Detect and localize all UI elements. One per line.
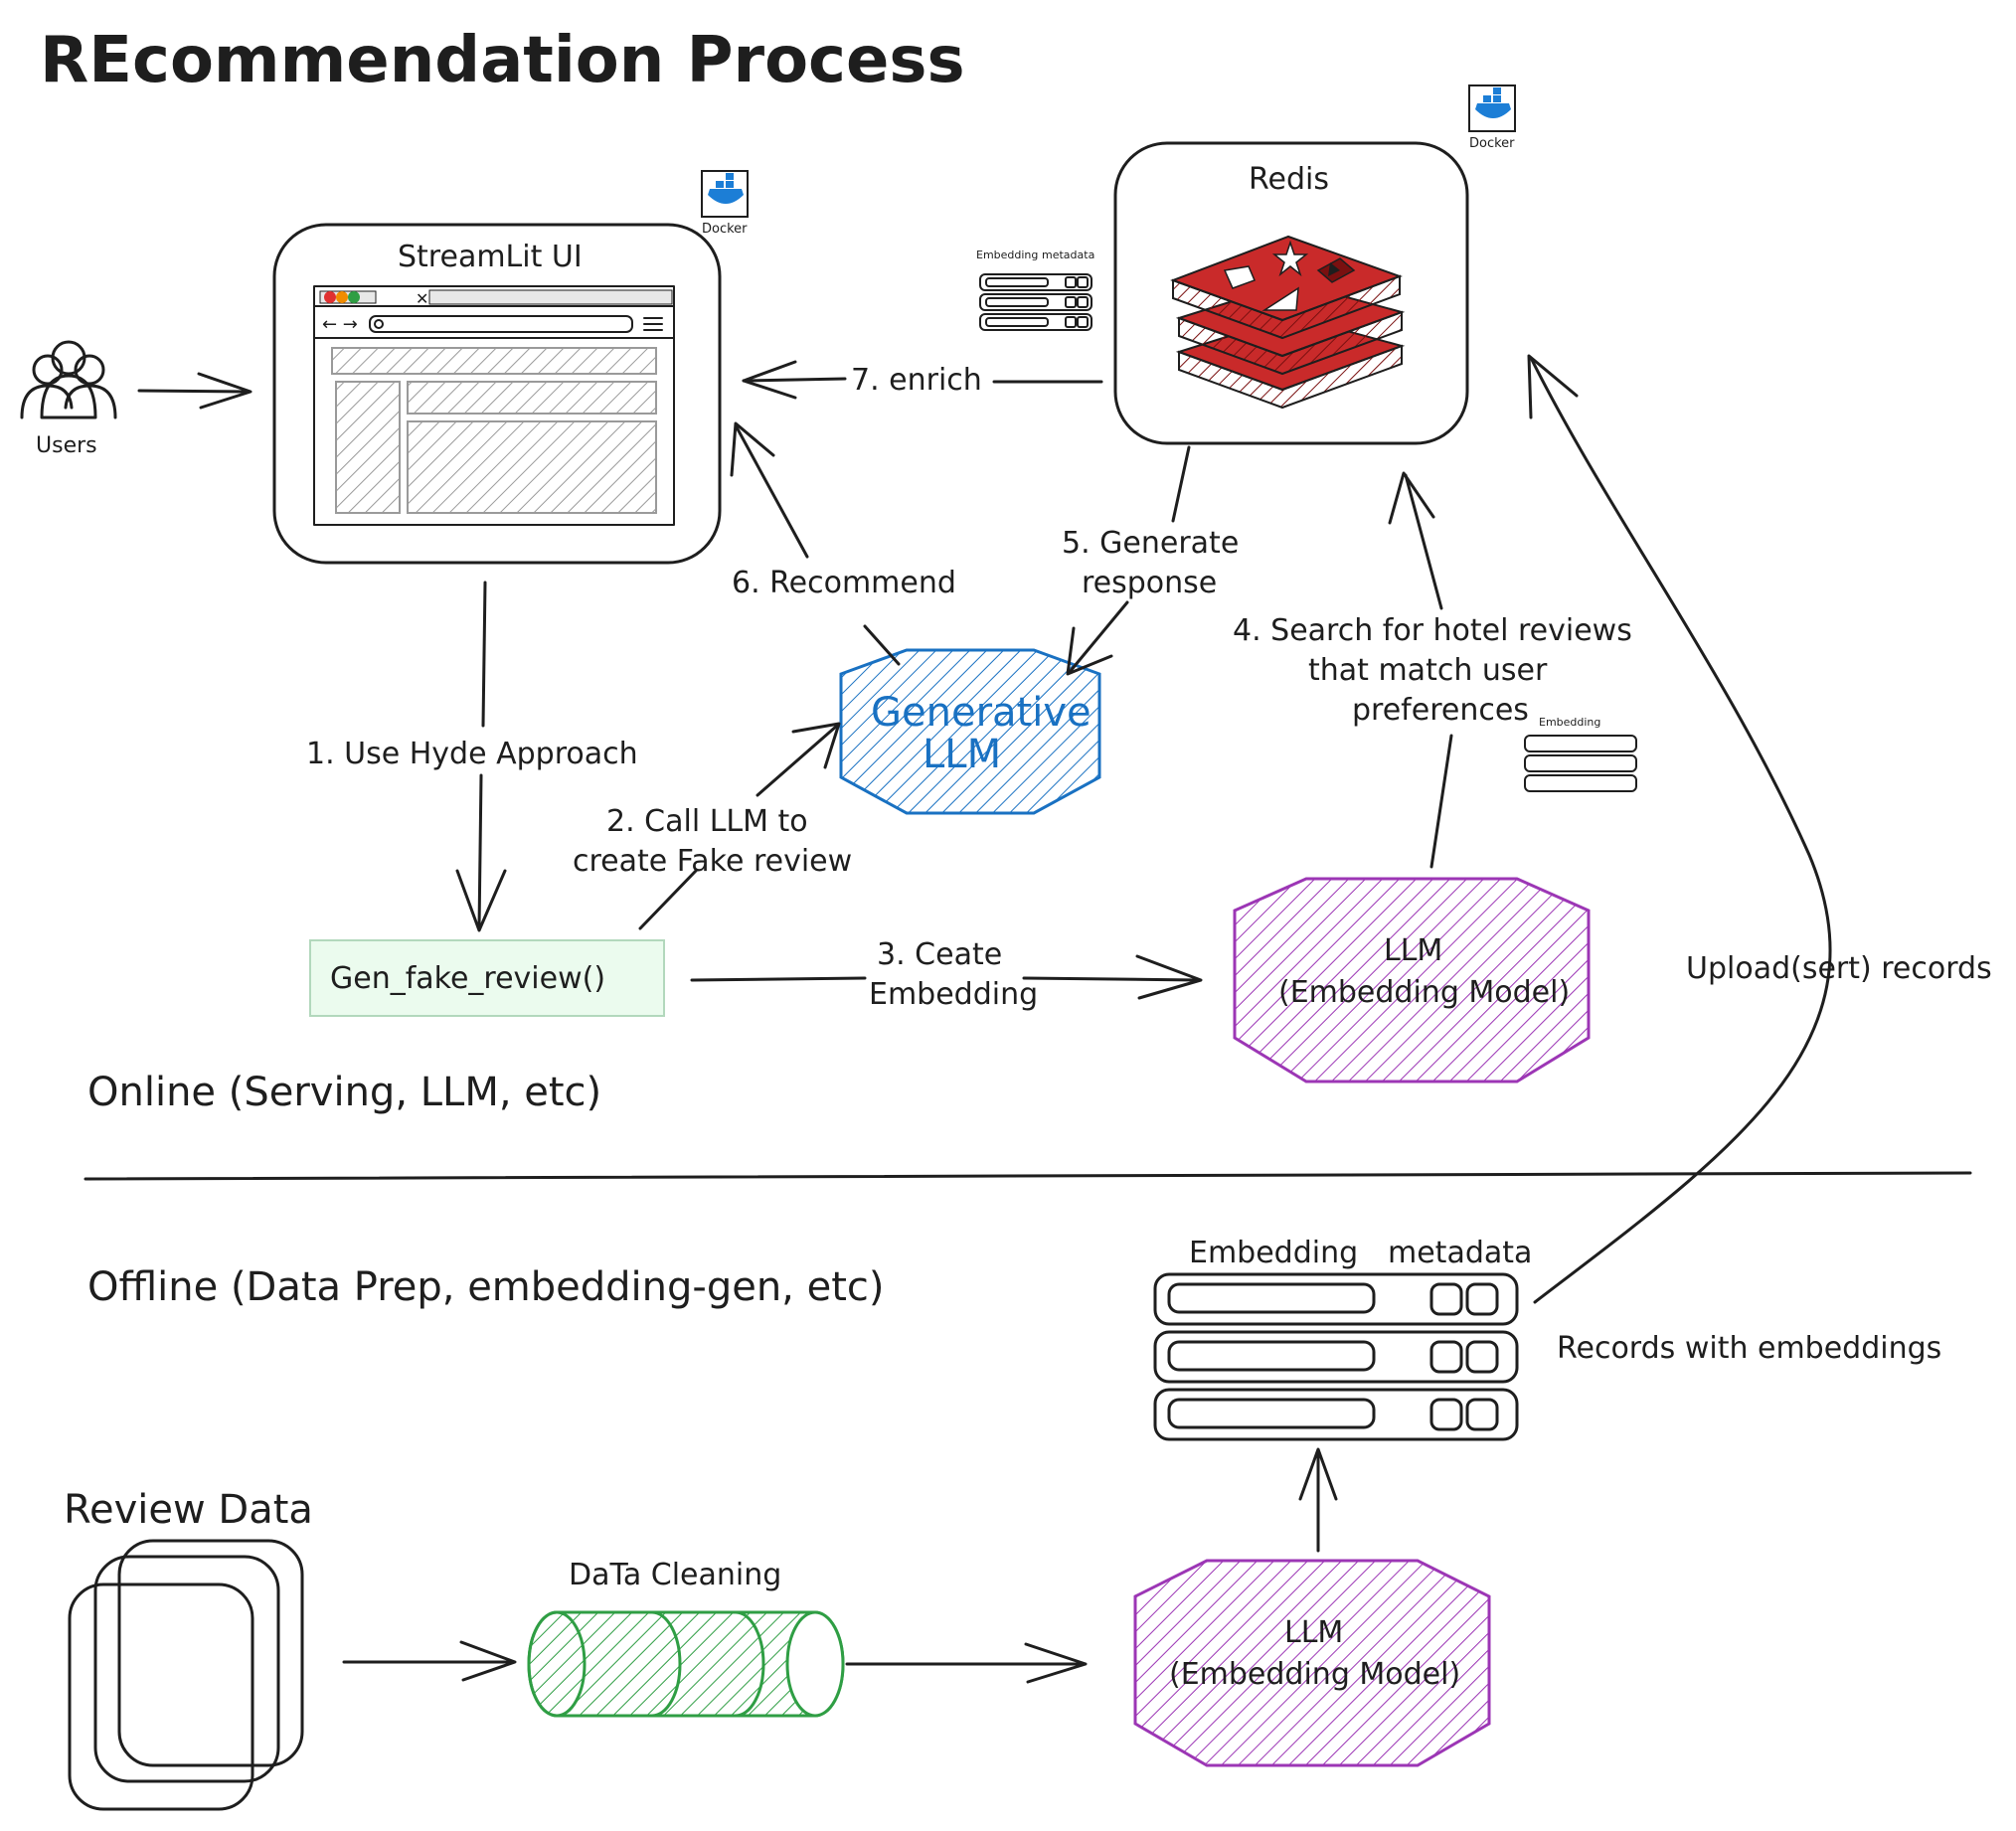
svg-text:← →: ← → <box>322 314 358 335</box>
online-section-label: Online (Serving, LLM, etc) <box>87 1070 601 1115</box>
step-4-line-1: 4. Search for hotel reviews <box>1233 613 1632 648</box>
mini-records-icon <box>979 273 1092 331</box>
upload-records-label: Upload(sert) records <box>1686 951 1992 986</box>
step-5-line-1: 5. Generate <box>1062 526 1239 561</box>
step-5-line-2: response <box>1082 566 1217 600</box>
review-data-label: Review Data <box>64 1487 313 1533</box>
redis-box <box>1113 141 1469 445</box>
streamlit-ui-label: StreamLit UI <box>398 240 583 274</box>
step-4-line-3: preferences <box>1352 693 1529 728</box>
step-1-hyde: 1. Use Hyde Approach <box>306 737 638 771</box>
generative-llm-node <box>839 648 1101 815</box>
records-stack-icon <box>1153 1272 1519 1441</box>
redis-logo-icon <box>1170 235 1406 410</box>
data-cleaning-pipeline-icon <box>527 1610 845 1718</box>
arrow-create-embedding <box>690 954 1203 1000</box>
mini-embedding-icon <box>1524 735 1637 792</box>
offline-section-label: Offline (Data Prep, embedding-gen, etc) <box>87 1264 885 1310</box>
arrow-cleaning-to-llm <box>845 1642 1088 1684</box>
redis-label: Redis <box>1249 162 1329 197</box>
step-2-line-2: create Fake review <box>573 844 852 879</box>
streamlit-ui-box <box>272 223 722 565</box>
users-label: Users <box>36 433 97 458</box>
mini-embedding-label: Embedding <box>976 249 1038 261</box>
arrow-call-llm <box>638 722 841 930</box>
embedding-llm-offline-label-2: (Embedding Model) <box>1169 1657 1460 1692</box>
arrow-hyde <box>455 581 507 932</box>
embedding-llm-online-label-2: (Embedding Model) <box>1278 975 1570 1010</box>
records-with-embeddings-label: Records with embeddings <box>1557 1331 1941 1366</box>
embedding-llm-offline-label-1: LLM <box>1284 1615 1343 1650</box>
arrow-users-to-ui <box>137 372 252 410</box>
data-cleaning-label: DaTa Cleaning <box>569 1558 781 1592</box>
records-metadata-header: metadata <box>1388 1236 1532 1270</box>
embedding-llm-offline-node <box>1133 1559 1491 1767</box>
arrow-llm-to-records <box>1298 1447 1338 1553</box>
mini-embedding-label-step4: Embedding <box>1539 716 1600 729</box>
step-7-enrich: 7. enrich <box>851 363 982 398</box>
arrow-generate-response <box>1066 445 1191 676</box>
step-4-line-2: that match user <box>1308 653 1548 688</box>
arrow-upload-records <box>1527 354 1832 1304</box>
mini-metadata-label: metadata <box>1042 249 1094 261</box>
arrow-search-reviews <box>1388 471 1453 869</box>
browser-window-icon: ✕ + ← → <box>313 285 675 526</box>
section-divider <box>84 1171 1972 1181</box>
embedding-llm-online-label-1: LLM <box>1384 933 1442 968</box>
embedding-llm-online-node <box>1233 877 1591 1083</box>
generative-llm-label-1: Generative <box>871 690 1092 736</box>
svg-text:✕: ✕ <box>416 289 428 308</box>
arrow-review-to-cleaning <box>342 1640 517 1682</box>
step-3-line-2: Embedding <box>869 977 1038 1012</box>
step-3-line-1: 3. Ceate <box>877 937 1002 972</box>
docker-label-streamlit: Docker <box>702 222 748 237</box>
records-embedding-header: Embedding <box>1189 1236 1358 1270</box>
users-icon <box>20 340 117 419</box>
docker-icon-streamlit <box>701 170 749 218</box>
arrow-recommend <box>730 421 901 666</box>
arrow-enrich <box>742 360 1103 400</box>
docker-label-redis: Docker <box>1469 136 1515 151</box>
docker-icon-redis <box>1468 84 1516 132</box>
diagram-title: REcommendation Process <box>40 24 965 97</box>
gen-fake-review-box <box>309 939 665 1017</box>
step-6-recommend: 6. Recommend <box>732 566 956 600</box>
step-2-line-1: 2. Call LLM to <box>606 804 808 839</box>
gen-fake-review-label: Gen_fake_review() <box>330 961 605 996</box>
review-data-docs-icon <box>68 1539 304 1811</box>
generative-llm-label-2: LLM <box>923 732 1001 777</box>
